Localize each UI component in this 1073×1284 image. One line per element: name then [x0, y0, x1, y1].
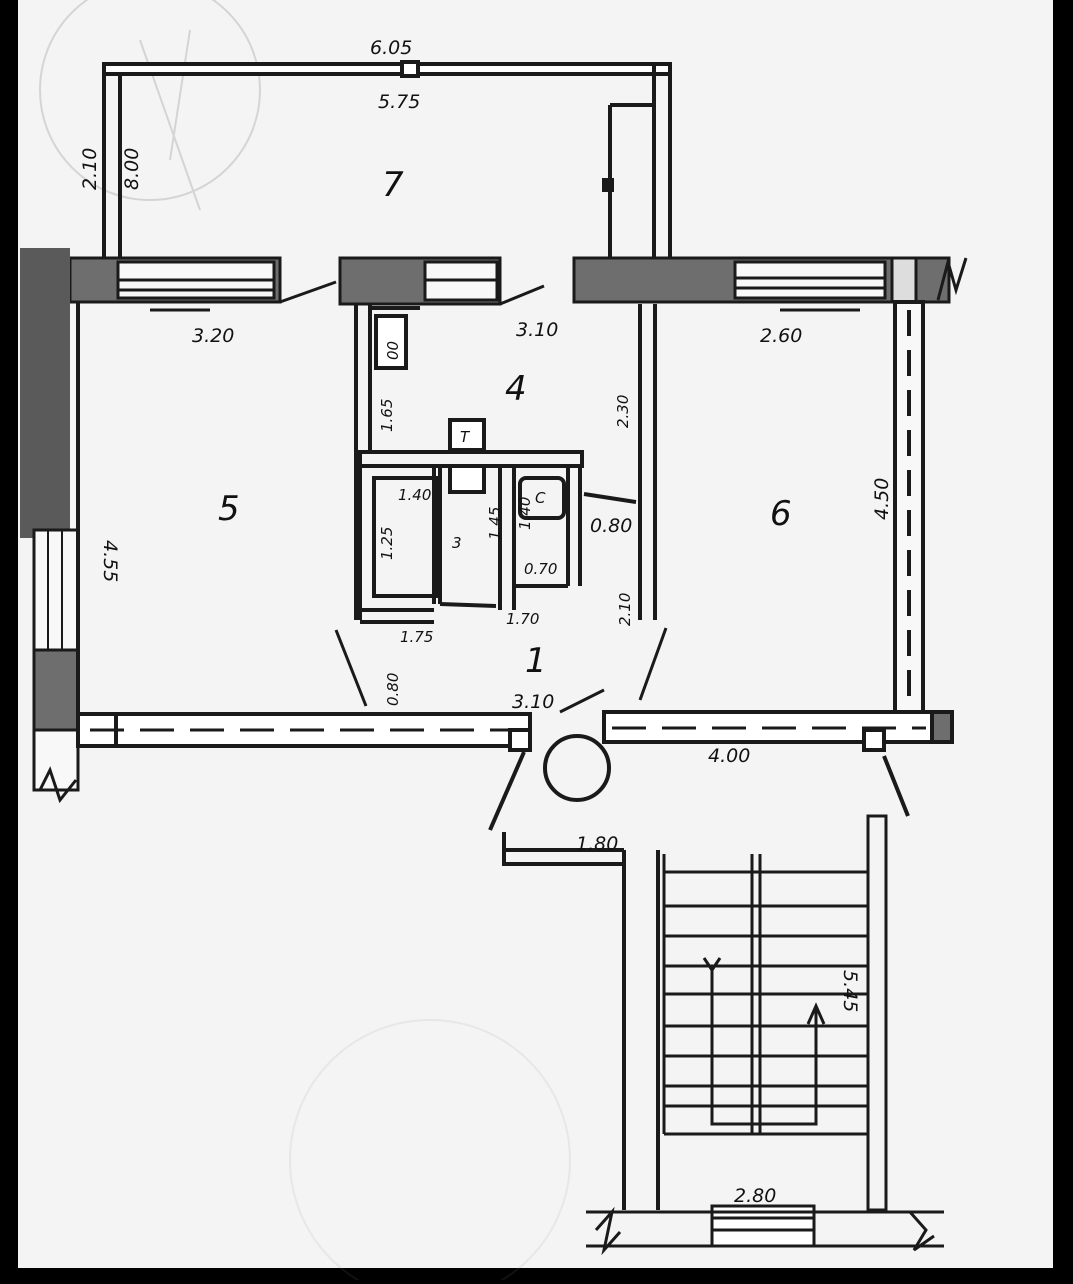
dim-left-2-10: 2.10 — [79, 148, 101, 190]
dim-bath-140: 1.40 — [398, 486, 431, 504]
break-line-top-right — [936, 256, 968, 301]
room-7-walls — [102, 60, 672, 258]
landing — [488, 734, 910, 1210]
dim-kitchen-width: 3.10 — [516, 319, 558, 341]
dim-corr-400: 4.00 — [708, 745, 750, 767]
kitchen-walls — [354, 304, 657, 620]
dim-room5-width: 3.20 — [192, 325, 234, 347]
dim-bath-125: 1.25 — [378, 527, 396, 560]
room-6-label: 6 — [770, 494, 792, 534]
dim-top-outer: 6.05 — [370, 37, 412, 59]
upper-wall — [68, 256, 951, 306]
dim-top-inner: 5.75 — [378, 91, 420, 113]
upper-door-swings — [150, 280, 860, 312]
room-5-label: 5 — [218, 489, 240, 529]
left-wall — [20, 248, 80, 804]
dim-kitchen-230: 2.30 — [614, 395, 632, 428]
faded-stamp-bottom — [289, 1019, 571, 1284]
bathroom-walls — [358, 450, 637, 624]
room-6-walls — [893, 300, 925, 714]
lower-wall — [76, 710, 954, 752]
dim-stair-545: 5.45 — [839, 970, 861, 1012]
hall-walls — [334, 627, 668, 714]
dim-hall-175: 1.75 — [400, 628, 433, 646]
dim-room6-height: 4.50 — [871, 478, 893, 520]
dim-hall-170: 1.70 — [506, 610, 539, 628]
dim-wc-070: 0.70 — [524, 560, 557, 578]
room-7-label: 7 — [382, 165, 404, 205]
dim-stair-280: 2.80 — [734, 1185, 776, 1207]
dim-room6-width: 2.60 — [760, 325, 802, 347]
dim-kitchen-165: 1.65 — [378, 399, 396, 432]
dim-hall-080-right: 0.80 — [590, 515, 632, 537]
room-4-label: 4 — [505, 369, 527, 409]
bottom-bar — [0, 1268, 1073, 1280]
dim-left-8-00: 8.00 — [121, 148, 143, 190]
dim-hall-310: 3.10 — [512, 691, 554, 713]
dim-wc-140: 1.40 — [516, 497, 534, 530]
room-3-label: 3 — [452, 534, 462, 552]
dim-room5-height: 4.55 — [99, 540, 121, 582]
toilet-label: C — [535, 489, 546, 507]
stove-label: 00 — [384, 341, 402, 360]
dim-bath-145: 1.45 — [486, 507, 504, 540]
staircase — [586, 814, 944, 1256]
dim-landing-180: 1.80 — [576, 833, 618, 855]
dim-hall-080-left: 0.80 — [384, 673, 402, 706]
room-1-label: 1 — [525, 641, 547, 681]
paper — [18, 0, 1053, 1268]
t-label: T — [460, 428, 471, 446]
dim-hall-210: 2.10 — [616, 593, 634, 626]
